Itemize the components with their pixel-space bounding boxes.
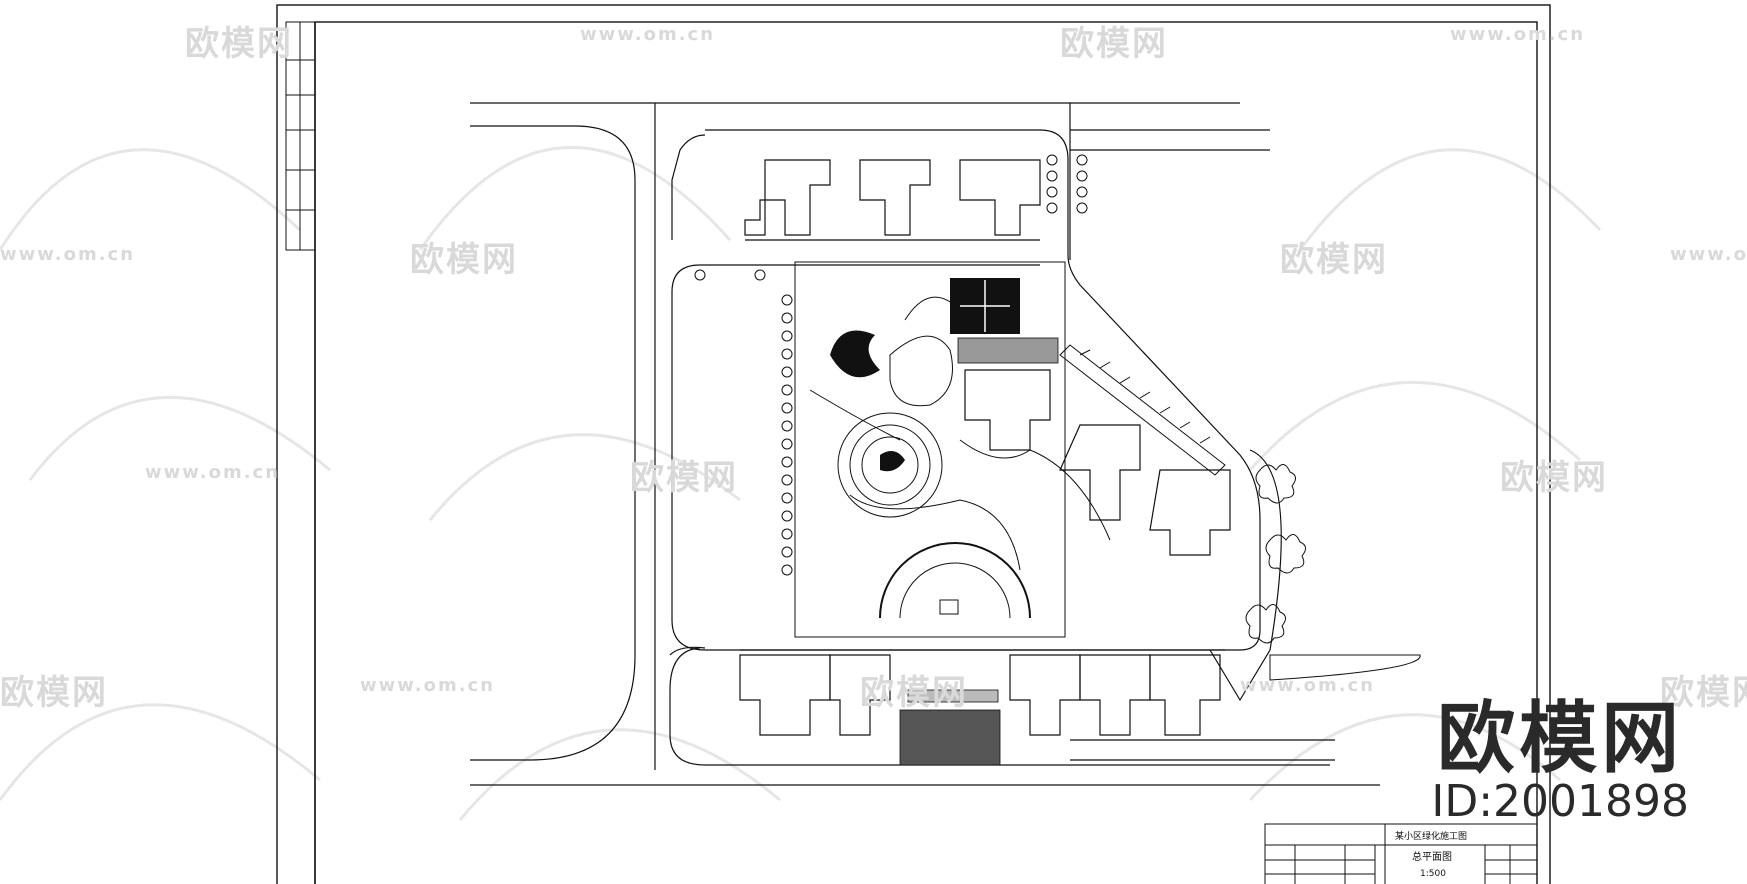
watermark-url: www.om.cn bbox=[1240, 675, 1376, 696]
brand-stamp: 欧模网 ID:2001898 bbox=[1431, 700, 1689, 826]
brand-id: ID:2001898 bbox=[1431, 776, 1689, 827]
buildings-middle bbox=[964, 369, 1231, 556]
watermark-logo: 欧模网 bbox=[1280, 240, 1388, 280]
watermark-logo: 欧模网 bbox=[185, 24, 293, 64]
hatched-plazas bbox=[899, 337, 1059, 766]
watermark-logo: 欧模网 bbox=[1500, 458, 1608, 498]
title-block bbox=[1264, 823, 1538, 884]
watermark-url: www.om.cn bbox=[145, 462, 281, 483]
watermark-logo: 欧模网 bbox=[860, 673, 968, 713]
watermark-logo: 欧模网 bbox=[630, 458, 738, 498]
title-block-scale: 1:500 bbox=[1420, 869, 1446, 879]
title-block-drawing-name: 总平面图 bbox=[1412, 850, 1452, 863]
watermark-url: www.om.cn bbox=[360, 675, 496, 696]
buildings-south bbox=[739, 649, 1225, 736]
buildings-north bbox=[744, 159, 1041, 241]
watermark-logo: 欧模网 bbox=[0, 673, 108, 713]
sports-court-grid bbox=[960, 280, 1010, 332]
watermark-logo: 欧模网 bbox=[1660, 673, 1747, 713]
watermark-url: www.om.cn bbox=[580, 24, 716, 45]
tree-rows bbox=[694, 154, 1088, 576]
watermark-arcs bbox=[0, 145, 1602, 821]
watermark-logo: 欧模网 bbox=[410, 240, 518, 280]
landscape-solid-features bbox=[830, 278, 1020, 472]
watermark-logo: 欧模网 bbox=[1060, 24, 1168, 64]
title-block-project: 某小区绿化施工图 bbox=[1395, 830, 1467, 842]
road-lines bbox=[470, 102, 1380, 786]
watermark-url: www.om.cn bbox=[1670, 244, 1747, 265]
brand-name: 欧模网 bbox=[1437, 694, 1684, 784]
shrub-clusters bbox=[1245, 464, 1421, 681]
diagonal-planting-strip bbox=[1059, 344, 1226, 476]
watermark-url: www.om.cn bbox=[1450, 24, 1586, 45]
revision-strip bbox=[285, 21, 316, 251]
watermark-url: www.om.cn bbox=[0, 244, 136, 265]
